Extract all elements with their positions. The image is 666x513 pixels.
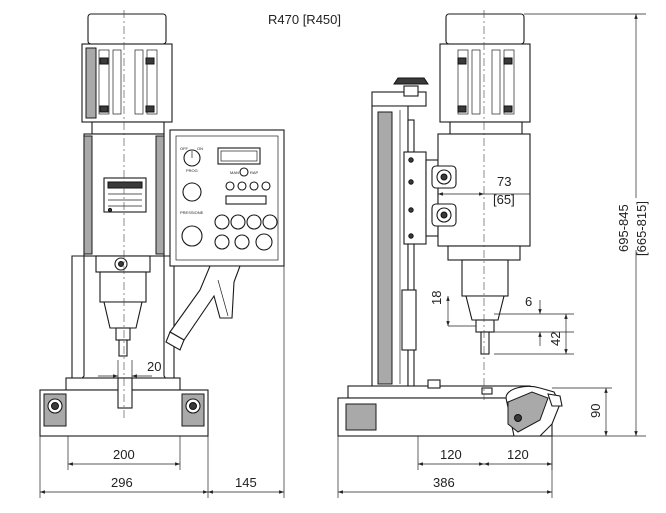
dimension-lines [39, 13, 646, 498]
dim-200: 200 [113, 447, 135, 462]
dim-120-left: 120 [440, 447, 462, 462]
dim-height-alt: [665-815] [634, 201, 649, 256]
dim-18: 18 [429, 291, 444, 305]
dimension-labels: 20 200 296 145 73 [65] 18 6 42 90 120 12… [111, 174, 649, 490]
panel-prog-label: PROG [186, 168, 198, 173]
dim-386: 386 [433, 475, 455, 490]
motor-front [81, 13, 173, 135]
dim-90: 90 [588, 404, 603, 418]
front-view: OFF ON PROG MAN RAP PRESSIONE [39, 13, 285, 437]
panel-man-label: MAN [230, 170, 239, 175]
dim-65: [65] [493, 192, 515, 207]
panel-rap-label: RAP [250, 170, 259, 175]
dim-120-right: 120 [507, 447, 529, 462]
dim-73: 73 [497, 174, 511, 189]
spindle-front [95, 255, 151, 357]
panel-arm [165, 265, 241, 351]
dim-145: 145 [235, 475, 257, 490]
motor-side [439, 13, 531, 135]
lever-handle [505, 385, 563, 437]
dim-6: 6 [525, 294, 532, 309]
control-panel: OFF ON PROG MAN RAP PRESSIONE [169, 129, 285, 267]
dim-20: 20 [147, 359, 161, 374]
side-view [337, 13, 563, 437]
spindle-side [461, 259, 509, 355]
drawing-title: R470 [R450] [268, 12, 341, 27]
panel-pressione-label: PRESSIONE [180, 210, 204, 215]
panel-off-label: OFF [180, 146, 189, 151]
column-side [371, 77, 429, 391]
dim-296: 296 [111, 475, 133, 490]
panel-on-label: ON [197, 146, 203, 151]
dim-42: 42 [548, 332, 563, 346]
center-lines [123, 10, 485, 420]
dim-height: 695-845 [616, 204, 631, 252]
